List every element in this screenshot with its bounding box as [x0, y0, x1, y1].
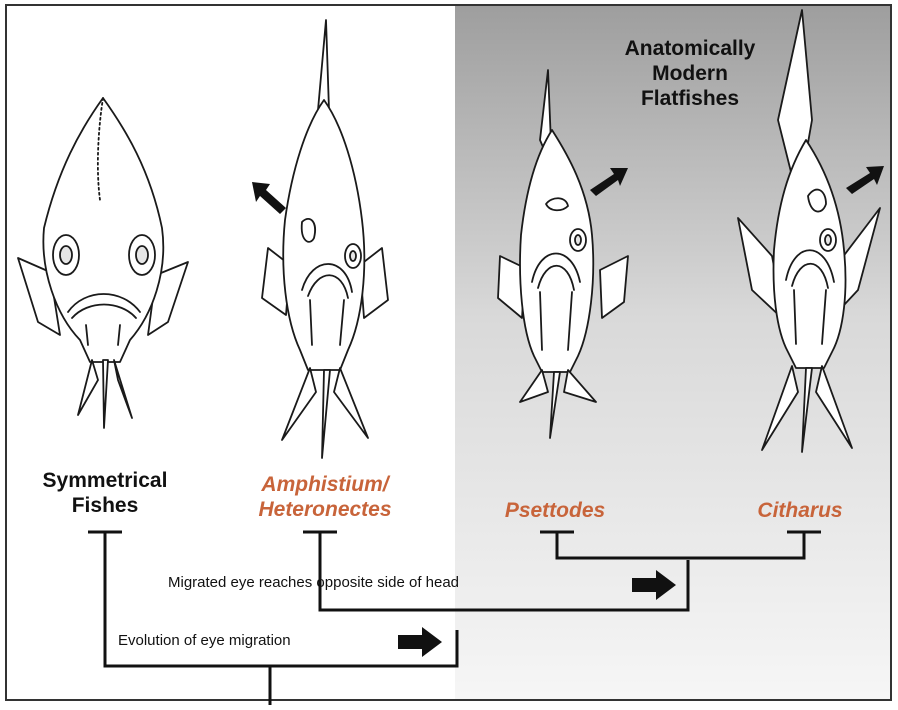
symmetrical-fish-drawing — [18, 98, 188, 428]
header-line-3: Flatfishes — [590, 86, 790, 111]
arrow-right-icon — [398, 627, 442, 657]
header-line-2: Modern — [590, 61, 790, 86]
event-eye-migration-evolution: Evolution of eye migration — [118, 632, 291, 649]
taxon-label-citharus: Citharus — [720, 498, 880, 523]
taxon-label-line: Amphistium/ — [225, 472, 425, 497]
taxon-label-line: Citharus — [720, 498, 880, 523]
amphistium-fish-drawing — [262, 20, 388, 458]
event-eye-reaches-opposite-side: Migrated eye reaches opposite side of he… — [168, 574, 459, 591]
taxon-label-line: Symmetrical — [10, 468, 200, 493]
taxon-label-psettodes: Psettodes — [470, 498, 640, 523]
taxon-label-line: Fishes — [10, 493, 200, 518]
header-title: Anatomically Modern Flatfishes — [590, 36, 790, 111]
taxon-label-line: Heteronectes — [225, 497, 425, 522]
arrow-icon — [252, 182, 286, 214]
header-line-1: Anatomically — [590, 36, 790, 61]
taxon-label-line: Psettodes — [470, 498, 640, 523]
taxon-label-amphistium: Amphistium/ Heteronectes — [225, 472, 425, 522]
taxon-label-symmetrical: Symmetrical Fishes — [10, 468, 200, 518]
